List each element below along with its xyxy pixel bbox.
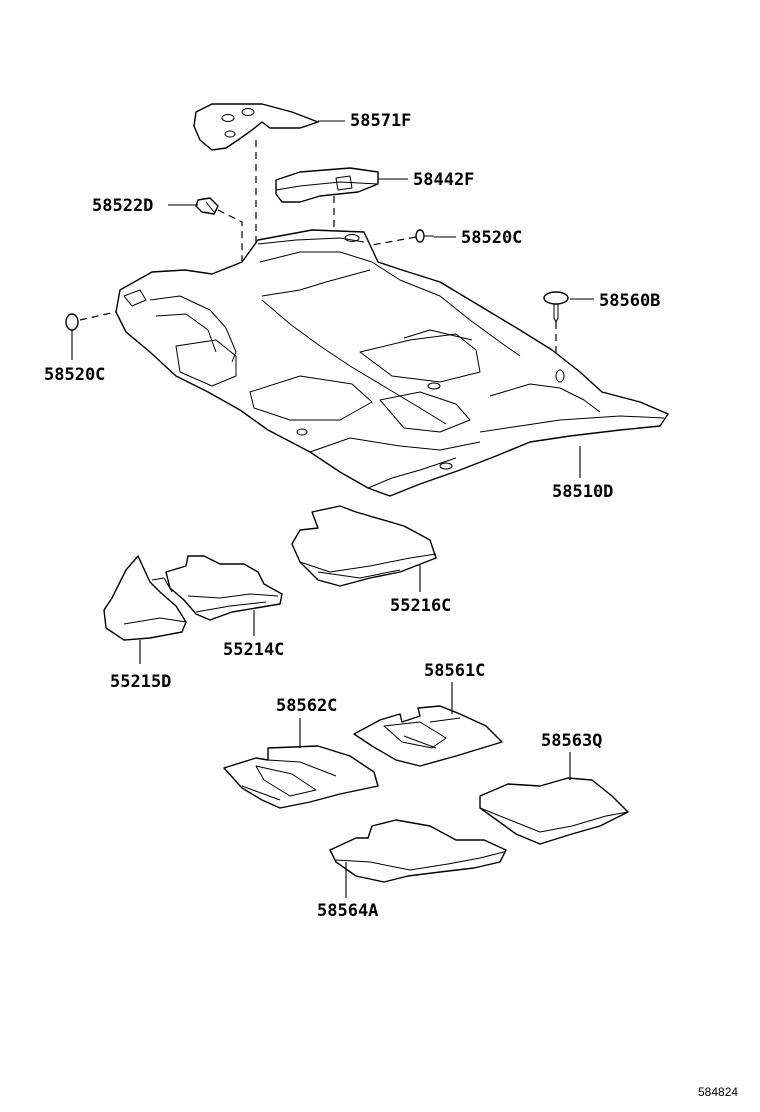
label-58442F: 58442F [413,170,474,190]
label-58510D: 58510D [552,482,613,502]
part-58510D-floor-carpet [115,229,669,497]
part-58442F-block [275,167,379,203]
part-58522D-clip [195,197,219,215]
part-58563Q-mat [479,777,629,845]
label-55216C: 55216C [390,596,451,616]
part-58520C-right-clip [415,229,434,243]
figure-id: 584824 [698,1085,738,1099]
part-58571F-insulator [193,103,319,151]
label-55214C: 55214C [223,640,284,660]
label-55215D: 55215D [110,672,171,692]
label-58562C: 58562C [276,696,337,716]
label-58561C: 58561C [424,661,485,681]
part-55214C-mat [165,555,283,621]
label-58563Q: 58563Q [541,731,602,751]
part-55216C-mat [291,505,437,587]
part-58561C-mat [353,705,503,767]
label-58560B: 58560B [599,291,660,311]
label-58522D: 58522D [92,196,153,216]
part-58564A-mat [329,819,507,883]
label-58571F: 58571F [350,111,411,131]
part-58560B-fastener [543,291,569,323]
part-55215D-side-mat [103,555,187,641]
label-58520C-right: 58520C [461,228,522,248]
part-58520C-left-clip [65,313,79,331]
label-58564A: 58564A [317,901,378,921]
part-58562C-mat [223,745,379,809]
label-58520C-left: 58520C [44,365,105,385]
